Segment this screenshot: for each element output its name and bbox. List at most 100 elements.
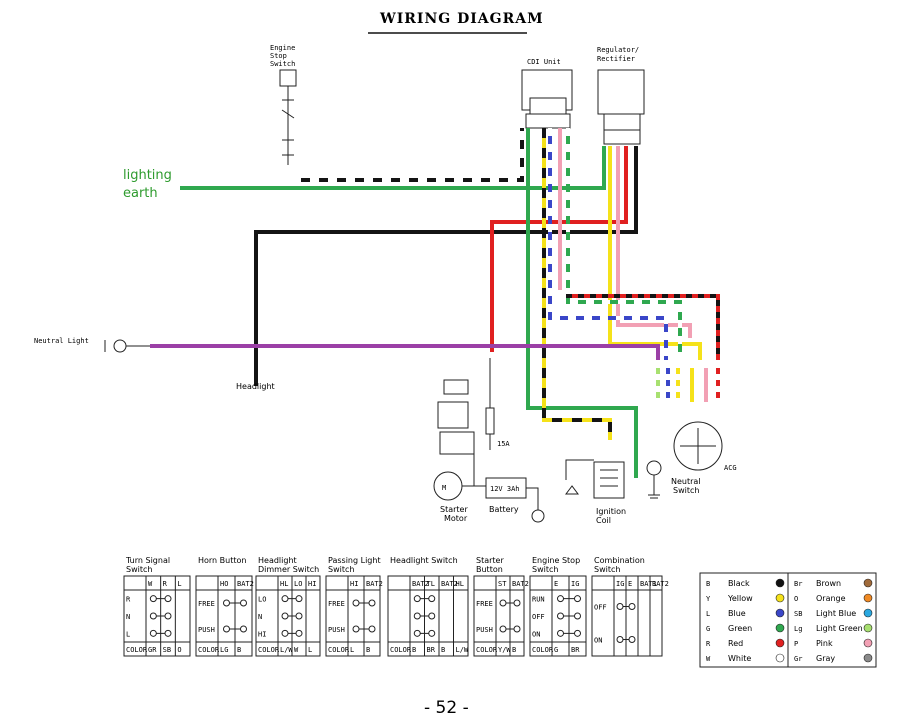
color-name: Blue bbox=[728, 609, 746, 618]
wire-green-white-trace bbox=[566, 128, 682, 360]
battery-label: Battery bbox=[489, 505, 519, 514]
color-code: Br bbox=[794, 580, 802, 588]
wire-pink bbox=[558, 128, 692, 338]
switch-panel-col: LO bbox=[294, 580, 302, 588]
cdi-unit: CDI Unit bbox=[521, 58, 573, 129]
annotation-earth: earth bbox=[123, 186, 158, 201]
switch-panel-title: Turn Signal bbox=[125, 556, 170, 565]
acg-label: ACG bbox=[724, 464, 737, 472]
regulator-label-1: Regulator/ bbox=[597, 46, 639, 54]
switch-panel-col: BAT1 bbox=[640, 580, 657, 588]
switch-panel-row: ON bbox=[532, 630, 540, 638]
wire-engine-stop-white-trace bbox=[292, 128, 524, 182]
color-code: Gr bbox=[794, 655, 802, 663]
color-name: White bbox=[728, 654, 751, 663]
color-swatch-icon bbox=[863, 608, 873, 618]
switch-panel-row: FREE bbox=[198, 600, 215, 608]
regulator-label-2: Rectifier bbox=[597, 55, 635, 63]
switch-panel-title: Switch bbox=[594, 565, 620, 574]
engine-stop-label-1: Engine bbox=[270, 44, 295, 52]
neutral-switch-label-1: Neutral bbox=[671, 477, 701, 486]
switch-panel-col: BAT2 bbox=[366, 580, 383, 588]
switch-panel-footer: L/W bbox=[280, 646, 293, 654]
color-code: Y bbox=[706, 595, 711, 603]
switch-panel-title: Switch bbox=[532, 565, 558, 574]
switch-panel-col: R bbox=[163, 580, 168, 588]
svg-text:M: M bbox=[442, 484, 446, 492]
wire-red-black bbox=[566, 294, 720, 360]
switch-panel-footer-label: COLOR bbox=[198, 646, 220, 654]
wire-engine-stop-black bbox=[292, 128, 524, 182]
switch-panel-col: TL bbox=[427, 580, 435, 588]
color-code: R bbox=[706, 640, 711, 648]
neutral-switch-acg: Neutral Switch ACG bbox=[646, 421, 737, 499]
switch-panel-row: FREE bbox=[328, 600, 345, 608]
switch-panel-footer: B bbox=[366, 646, 370, 654]
switch-panel-footer: BR bbox=[571, 646, 580, 654]
color-name: Yellow bbox=[727, 594, 753, 603]
switch-panel-col: BAT2 bbox=[652, 580, 669, 588]
color-swatch-icon bbox=[775, 608, 785, 618]
switch-panel-row: RUN bbox=[532, 596, 545, 604]
switch-panel-footer: L/W bbox=[456, 646, 469, 654]
switch-panel-row: PUSH bbox=[198, 626, 215, 634]
bulb-icon bbox=[113, 339, 127, 353]
color-swatch-icon bbox=[863, 638, 873, 648]
fuse-label: 15A bbox=[497, 440, 510, 448]
switch-panel-footer: L bbox=[308, 646, 312, 654]
switch-panel-footer: G bbox=[554, 646, 558, 654]
switch-panel-col: HL bbox=[280, 580, 288, 588]
color-name: Red bbox=[728, 639, 743, 648]
switch-panel-footer: SB bbox=[163, 646, 171, 654]
switch-panel-footer-label: COLOR bbox=[328, 646, 350, 654]
color-legend-item: Y Yellow bbox=[706, 593, 785, 603]
switch-panel-col: BAT2 bbox=[441, 580, 458, 588]
color-code: P bbox=[794, 640, 798, 648]
color-swatch-icon bbox=[863, 593, 873, 603]
switch-panel-col: E bbox=[554, 580, 558, 588]
switch-panel-col: BAT2 bbox=[237, 580, 254, 588]
wire-lighting-earth bbox=[180, 146, 606, 190]
wire-yellow-acg bbox=[608, 146, 702, 360]
color-legend-item: W White bbox=[706, 653, 785, 663]
color-name: Black bbox=[728, 579, 750, 588]
switch-panel-footer: LG bbox=[220, 646, 228, 654]
switch-panel-col: L bbox=[177, 580, 181, 588]
switch-panel-row: FREE bbox=[476, 600, 493, 608]
switch-panel-footer: B bbox=[512, 646, 516, 654]
switch-panel-row: PUSH bbox=[328, 626, 345, 634]
switch-panel-col: IG bbox=[571, 580, 579, 588]
battery: 12V 3Ah Battery bbox=[485, 477, 545, 523]
starter-relay: 15A bbox=[437, 358, 510, 455]
color-code: G bbox=[706, 625, 710, 633]
switch-panel-col: ST bbox=[498, 580, 507, 588]
switch-panel-footer: Y/W bbox=[498, 646, 511, 654]
diagram-title: WIRING DIAGRAM bbox=[379, 11, 544, 27]
switch-panel-title: Switch bbox=[328, 565, 354, 574]
neutral-switch-label-2: Switch bbox=[673, 486, 699, 495]
color-swatch-icon bbox=[863, 578, 873, 588]
color-code: W bbox=[706, 655, 711, 663]
starter-motor-label-1: Starter bbox=[440, 505, 468, 514]
wire-green-ignition bbox=[526, 128, 638, 478]
switch-panel-title: Headlight bbox=[258, 556, 297, 565]
switch-panel-footer: B bbox=[441, 646, 445, 654]
neutral-light-label: Neutral Light bbox=[34, 337, 89, 345]
switch-panel-row: N bbox=[258, 613, 262, 621]
color-swatch-icon bbox=[863, 653, 873, 663]
switch-panel-footer-label: COLOR bbox=[258, 646, 280, 654]
switch-panel-col: HL bbox=[456, 580, 464, 588]
ignition-coil-label-1: Ignition bbox=[596, 507, 626, 516]
color-swatch-icon bbox=[863, 623, 873, 633]
color-name: Light Blue bbox=[816, 609, 856, 618]
switch-panel-footer-label: COLOR bbox=[476, 646, 498, 654]
